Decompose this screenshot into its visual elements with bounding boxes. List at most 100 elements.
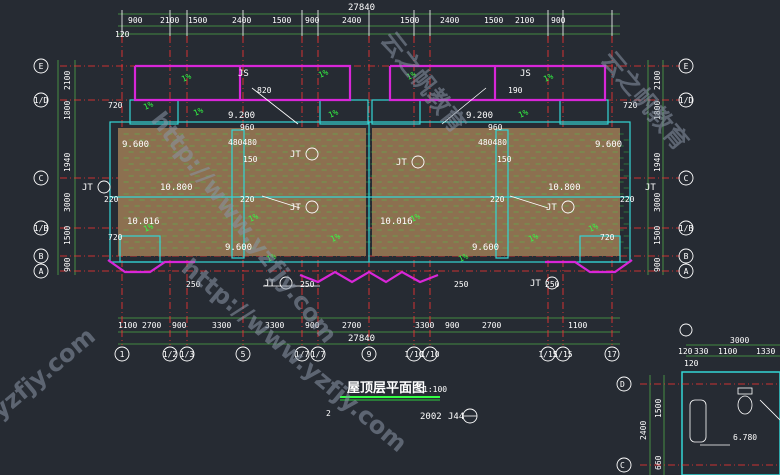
- annotation-value: 480480: [228, 138, 257, 147]
- side-dimension-lines: [57, 60, 664, 275]
- elevation-label: 9.600: [122, 140, 149, 150]
- detail-dim-330: 330: [694, 347, 709, 356]
- column-axis-label: 1/15: [553, 350, 572, 359]
- toilet-icon: [737, 395, 753, 415]
- annotation-value: 720: [600, 233, 615, 242]
- row-axis-label: 1/B: [679, 224, 694, 233]
- component-label: JT: [82, 183, 93, 193]
- annotation-value: 960: [488, 123, 503, 132]
- axis-bubble-icon: [678, 220, 694, 236]
- sheet-label: J44: [448, 412, 464, 422]
- dimension-value: 2700: [482, 321, 501, 330]
- axis-bubble-icon: [555, 346, 571, 362]
- annotation-value: 220: [104, 195, 119, 204]
- dimension-value: 900: [653, 257, 662, 272]
- row-axis-label: C: [39, 174, 44, 183]
- axis-bubble-icon: [678, 170, 694, 186]
- axis-bubble-icon: [406, 346, 422, 362]
- component-label: JT: [396, 158, 407, 168]
- slope-label: 1%: [457, 252, 470, 264]
- dimension-value: 1800: [653, 101, 662, 120]
- column-axis-label: 1/7: [311, 350, 326, 359]
- detail-dim-1500: 1500: [654, 399, 663, 418]
- component-label: JT: [645, 183, 656, 193]
- slope-label: 1%: [405, 70, 418, 82]
- elevation-label: 9.600: [225, 243, 252, 253]
- slope-label: 1%: [265, 252, 278, 264]
- detail-dim-660: 660: [654, 455, 663, 470]
- axis-bubble-icon: [361, 346, 377, 362]
- dimension-value: 2100: [515, 16, 534, 25]
- reference-symbol-icon: [97, 180, 111, 194]
- axis-bubble-icon: [540, 346, 556, 362]
- component-label: JS: [238, 69, 249, 79]
- elevation-label: 10.016: [380, 217, 413, 227]
- dimension-value: 2100: [63, 71, 72, 90]
- dimension-value: 2400: [232, 16, 251, 25]
- dimension-value: 2700: [142, 321, 161, 330]
- side-dimension-text: 2100180019403000150090021001800194030001…: [63, 71, 662, 272]
- dimension-value: 1940: [653, 153, 662, 172]
- dimension-value: 1500: [400, 16, 419, 25]
- total-width-top: 27840: [348, 3, 375, 13]
- slope-label: 1%: [329, 232, 342, 244]
- component-label: JT: [290, 150, 301, 160]
- axis-bubble-icon: [33, 263, 49, 279]
- dimension-value: 900: [172, 321, 187, 330]
- row-axis-label: A: [39, 267, 44, 276]
- detail-number: 2: [326, 409, 331, 418]
- slope-label: 1%: [317, 68, 330, 80]
- axis-bubble-icon: [162, 346, 178, 362]
- column-axis-label: 1/10: [420, 350, 439, 359]
- axis-bubble-icon: [678, 248, 694, 264]
- slope-label: 1%: [180, 72, 193, 84]
- dimension-value: 1500: [272, 16, 291, 25]
- column-axis-label: 9: [367, 350, 372, 359]
- axis-bubble-icon: [33, 58, 49, 74]
- dimension-value: 900: [305, 321, 320, 330]
- column-axis-label: 1/2: [163, 350, 178, 359]
- bathroom-detail: D C 3000 120 330 1100 1330 120 6.780 150…: [616, 323, 780, 475]
- axis-bubble-icon: [604, 346, 620, 362]
- column-axis-label: 1/10: [404, 350, 423, 359]
- bathtub-icon: [689, 399, 707, 443]
- dimension-value: 900: [551, 16, 566, 25]
- detail-dim-3000: 3000: [730, 336, 749, 345]
- component-label: JT: [546, 203, 557, 213]
- annotation-value: 150: [497, 155, 512, 164]
- annotation-value: 220: [240, 195, 255, 204]
- axis-bubble-icon: [33, 170, 49, 186]
- dimension-value: 1500: [188, 16, 207, 25]
- detail-dim-1100: 1100: [718, 347, 737, 356]
- axis-bubble-icon: [422, 346, 438, 362]
- detail-dim-1330: 1330: [756, 347, 775, 356]
- title-block: 屋顶层平面图 1:100 2 2002 J44: [326, 381, 478, 424]
- dimension-value: 900: [305, 16, 320, 25]
- annotation-value: 250: [186, 280, 201, 289]
- leader-lines: [251, 87, 549, 287]
- axis-bubble-icon: [33, 248, 49, 264]
- dimension-value: 3300: [265, 321, 284, 330]
- row-axis-label: E: [684, 62, 689, 71]
- parapet-walls: [107, 64, 633, 284]
- axis-bubble-icon: [678, 58, 694, 74]
- row-axis-label: E: [39, 62, 44, 71]
- dimension-value: 1800: [63, 101, 72, 120]
- axis-bubble-icon: [114, 346, 130, 362]
- axis-bubble-icon: [678, 92, 694, 108]
- slope-label: 1%: [142, 222, 155, 234]
- axis-bubble-icon: [33, 92, 49, 108]
- dimension-value: 900: [63, 257, 72, 272]
- elevation-label: 9.600: [472, 243, 499, 253]
- dimension-value: 2700: [342, 321, 361, 330]
- dimension-value: 1940: [63, 153, 72, 172]
- annotation-value: 480480: [478, 138, 507, 147]
- dimension-value: 2100: [160, 16, 179, 25]
- annotation-value: 250: [545, 280, 560, 289]
- axis-bubble-icon: [179, 346, 195, 362]
- drawing-scale: 1:100: [423, 385, 447, 394]
- elevation-label: 10.800: [548, 183, 581, 193]
- reference-symbol-icon: [305, 200, 319, 214]
